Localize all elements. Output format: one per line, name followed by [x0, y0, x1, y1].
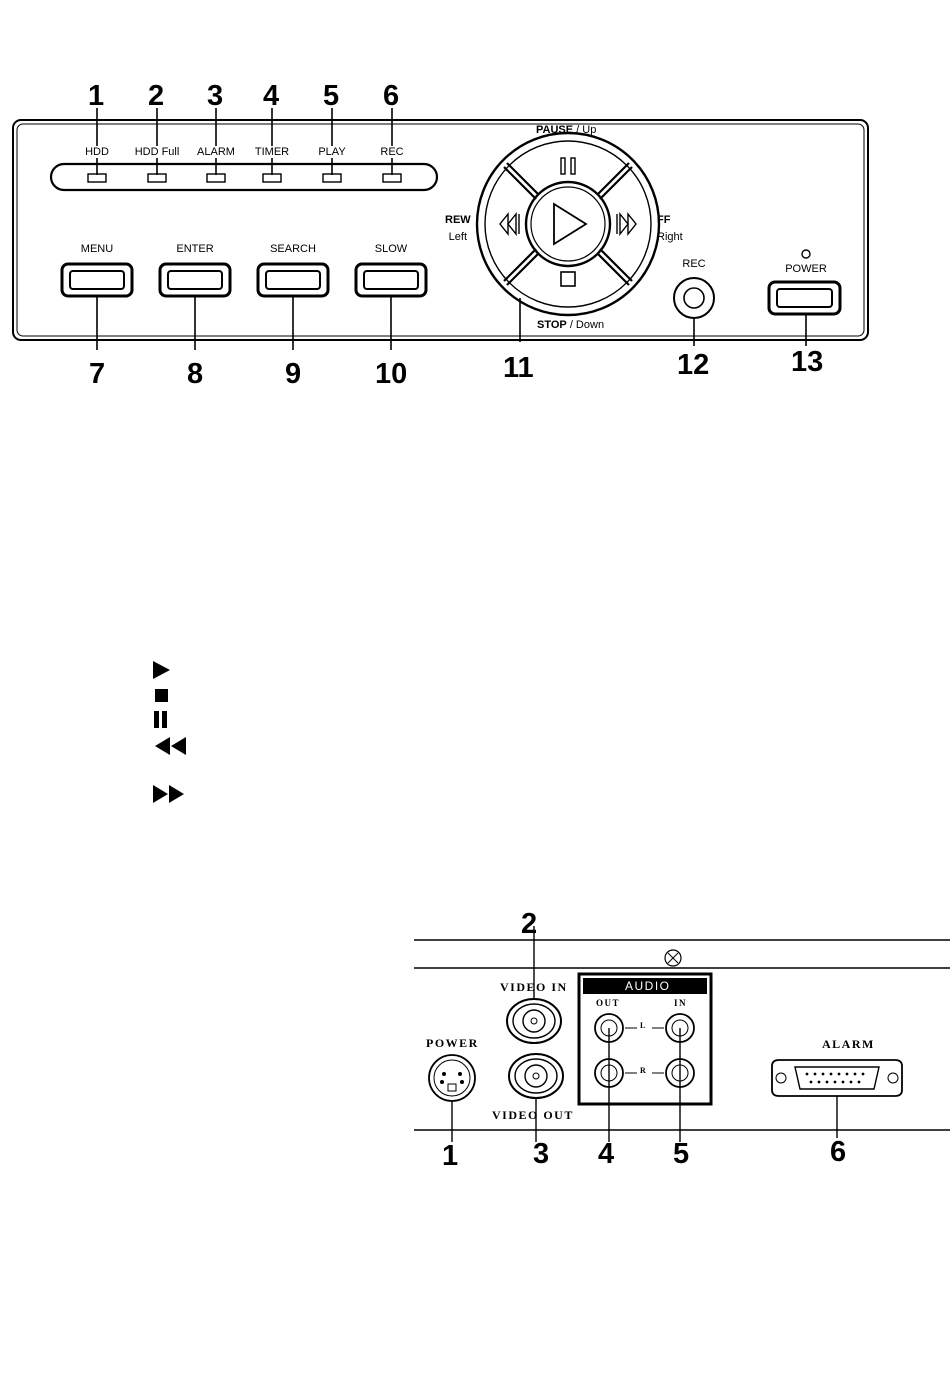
led-label-5: PLAY — [317, 146, 346, 158]
alarm-connector — [772, 1060, 902, 1096]
dpad-up-label: PAUSE / Up — [536, 124, 596, 136]
play-icon — [152, 658, 192, 682]
callout-6: 6 — [383, 82, 399, 111]
led-label-6: REC — [379, 146, 404, 158]
led-label-2: HDD Full — [134, 146, 181, 158]
pause-icon — [152, 708, 192, 732]
dpad-pause-icon — [561, 158, 575, 174]
led-indicator-2 — [148, 174, 166, 182]
audio-right-label: R — [640, 1066, 647, 1075]
audio-label: AUDIO — [625, 979, 671, 993]
rear-callout-1: 1 — [442, 1142, 458, 1171]
callout-12: 12 — [677, 351, 709, 380]
stop-icon — [152, 684, 192, 708]
button-menu-shape — [62, 264, 132, 296]
callout-9: 9 — [285, 360, 301, 389]
callout-3: 3 — [207, 82, 223, 111]
power-indicator-icon — [802, 250, 810, 258]
rewind-icon — [152, 734, 192, 758]
audio-out-label: OUT — [596, 998, 620, 1008]
button-enter-inner — [168, 271, 222, 289]
callout-13: 13 — [791, 348, 823, 377]
button-slow-inner — [364, 271, 418, 289]
callout-1: 1 — [88, 82, 104, 111]
alarm-label: ALARM — [822, 1037, 875, 1052]
button-label-enter: ENTER — [176, 243, 213, 255]
rear-callout-4: 4 — [598, 1140, 614, 1169]
led-indicator-6 — [383, 174, 401, 182]
rear-panel-diagram: POWER VIDEO IN VIDEO OUT AUDIO OUT IN L … — [412, 906, 950, 1168]
dpad-rewind-icon — [500, 214, 519, 234]
dpad-down-label: STOP / Down — [537, 319, 604, 331]
callout-11: 11 — [503, 354, 534, 383]
power-label: POWER — [785, 263, 827, 275]
audio-left-label: L — [640, 1021, 647, 1030]
button-menu-inner — [70, 271, 124, 289]
dpad-play-icon — [554, 204, 586, 244]
rec-button-shape — [674, 278, 714, 318]
button-search-inner — [266, 271, 320, 289]
led-strip — [51, 164, 437, 190]
led-indicator-4 — [263, 174, 281, 182]
front-panel-drawing — [10, 78, 872, 388]
video-out-connector — [509, 1054, 563, 1098]
callout-8: 8 — [187, 360, 203, 389]
button-enter-shape — [160, 264, 230, 296]
power-button-shape — [769, 282, 840, 314]
rec-label: REC — [682, 258, 705, 270]
button-slow-shape — [356, 264, 426, 296]
led-label-4: TIMER — [254, 146, 290, 158]
led-label-1: HDD — [84, 146, 110, 158]
screw-icon — [665, 950, 681, 966]
rear-callout-2: 2 — [521, 910, 537, 939]
fast-forward-icon — [152, 782, 192, 806]
button-label-slow: SLOW — [375, 243, 407, 255]
callout-10: 10 — [375, 360, 407, 389]
rear-callout-5: 5 — [673, 1140, 689, 1169]
led-indicator-1 — [88, 174, 106, 182]
rear-power-label: POWER — [426, 1036, 479, 1051]
video-in-label: VIDEO IN — [500, 980, 568, 995]
led-indicator-5 — [323, 174, 341, 182]
dpad-ff-icon — [617, 214, 636, 234]
callout-2: 2 — [148, 82, 164, 111]
dpad-stop-icon — [561, 272, 575, 286]
button-label-menu: MENU — [81, 243, 113, 255]
callout-7: 7 — [89, 360, 105, 389]
button-search-shape — [258, 264, 328, 296]
rear-callout-3: 3 — [533, 1140, 549, 1169]
led-indicator-3 — [207, 174, 225, 182]
callout-5: 5 — [323, 82, 339, 111]
led-label-3: ALARM — [196, 146, 236, 158]
video-out-label: VIDEO OUT — [492, 1108, 574, 1123]
button-label-search: SEARCH — [270, 243, 316, 255]
dpad — [477, 133, 659, 315]
rear-callout-6: 6 — [830, 1138, 846, 1167]
callout-4: 4 — [263, 82, 279, 111]
video-in-connector — [507, 999, 561, 1043]
power-connector — [429, 1055, 475, 1101]
audio-in-label: IN — [674, 998, 687, 1008]
